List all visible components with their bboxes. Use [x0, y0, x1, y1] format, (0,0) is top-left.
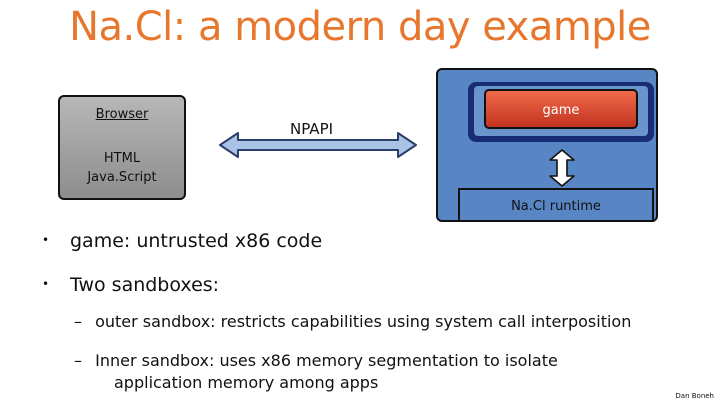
sub-bullet-inner: – Inner sandbox: uses x86 memory segment… [74, 350, 558, 394]
nacl-runtime-box: Na.Cl runtime [458, 188, 654, 222]
bullet-dot-icon: • [42, 233, 50, 247]
author-footer: Dan Boneh [675, 392, 714, 400]
bullet-sandboxes: • Two sandboxes: [42, 274, 219, 296]
sub-bullet-text: outer sandbox: restricts capabilities us… [95, 312, 632, 331]
dash-marker: – [74, 312, 82, 331]
browser-box: Browser HTML Java.Script [58, 95, 186, 200]
sub-bullet-text: Inner sandbox: uses x86 memory segmentat… [95, 351, 558, 370]
npapi-label: NPAPI [290, 120, 334, 138]
browser-html-label: HTML [103, 151, 141, 166]
game-box: game [484, 89, 638, 129]
bullet-text: Two sandboxes: [70, 274, 220, 296]
npapi-arrow-shape [219, 132, 417, 158]
browser-javascript-label: Java.Script [87, 170, 157, 185]
vertical-double-arrow-icon [549, 149, 575, 187]
browser-label: Browser [95, 107, 149, 122]
double-arrow-icon [219, 132, 417, 158]
bullet-dot-icon: • [42, 277, 50, 291]
sub-bullet-outer: – outer sandbox: restricts capabilities … [74, 311, 631, 333]
bullet-text: game: untrusted x86 code [70, 230, 323, 252]
runtime-arrow-shape [549, 149, 575, 187]
dash-marker: – [74, 351, 82, 370]
sub-bullet-text-continued: application memory among apps [114, 373, 379, 392]
browser-technologies: HTML Java.Script [60, 149, 184, 187]
nacl-runtime-label: Na.Cl runtime [511, 199, 601, 214]
game-label: game [542, 103, 580, 118]
slide-title: Na.Cl: a modern day example [69, 4, 651, 50]
bullet-game: • game: untrusted x86 code [42, 230, 322, 252]
